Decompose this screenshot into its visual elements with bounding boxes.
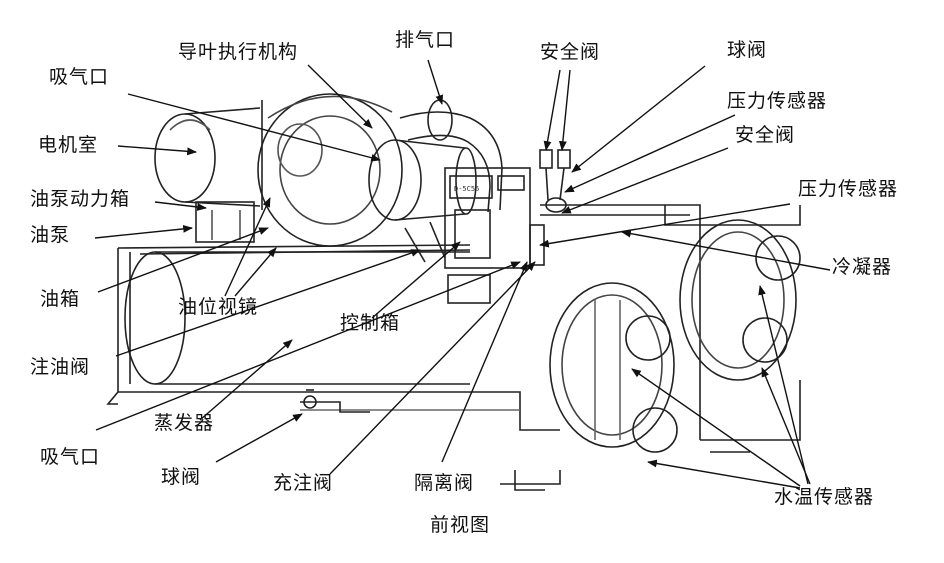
label-motor-room: 电机室 <box>38 134 99 156</box>
chiller-illustration: D-5C55 <box>106 93 801 491</box>
bottom-ball-valve-drawing <box>300 389 370 413</box>
label-oil-fill-valve: 注油阀 <box>30 356 91 378</box>
motor-housing <box>154 100 263 210</box>
oil-pump-box <box>195 201 255 243</box>
label-charge-valve: 充注阀 <box>273 472 334 494</box>
label-oil-pump: 油泵 <box>30 224 71 246</box>
label-pressure-sensor-mid: 压力传感器 <box>798 178 899 200</box>
panel-display-text: D-5C55 <box>454 185 479 193</box>
label-relief-valve-mid: 安全阀 <box>735 124 796 146</box>
evaporator-shell <box>106 244 561 491</box>
condenser-end-head <box>664 205 801 453</box>
label-relief-valve-top: 安全阀 <box>540 41 601 63</box>
label-pressure-sensor-top: 压力传感器 <box>727 90 828 112</box>
label-oil-sight-glass: 油位视镜 <box>178 296 259 318</box>
label-inlet-bottom: 吸气口 <box>40 446 101 468</box>
label-ball-valve-top: 球阀 <box>727 39 768 61</box>
label-isolation-valve: 隔离阀 <box>414 472 475 494</box>
label-control-box: 控制箱 <box>340 312 401 334</box>
safety-valves-drawing <box>529 149 571 266</box>
control-panel-drawing: D-5C55 <box>444 167 531 304</box>
label-evaporator: 蒸发器 <box>154 412 215 434</box>
label-water-temp-sensor: 水温传感器 <box>774 486 875 508</box>
label-ball-valve-bottom: 球阀 <box>161 466 202 488</box>
label-inlet-top: 吸气口 <box>49 66 110 88</box>
label-condenser: 冷凝器 <box>832 256 893 278</box>
label-oil-pump-power: 油泵动力箱 <box>30 188 131 210</box>
label-oil-tank: 油箱 <box>40 288 81 310</box>
suction-pipe <box>368 139 477 263</box>
compressor-volute <box>257 93 403 247</box>
label-exhaust: 排气口 <box>395 29 456 51</box>
diagram-caption: 前视图 <box>430 514 491 536</box>
label-vane-actuator: 导叶执行机构 <box>178 41 299 63</box>
leader-arrows <box>94 59 831 489</box>
